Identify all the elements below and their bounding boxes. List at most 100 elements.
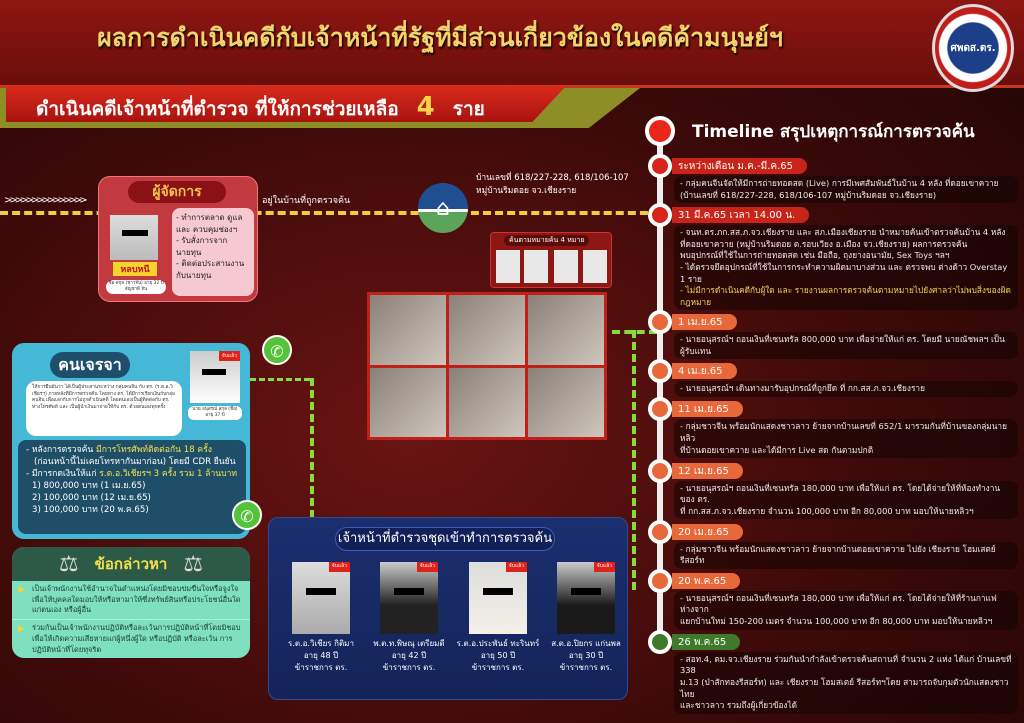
officer-photo: จับแล้ว [557,562,615,634]
timeline-event-text: - จนท.ตร.ภก.สส.ภ.จว.เชียงราย และ สภ.เมือ… [674,225,1018,311]
duty: - ติดต่อประสานงาน กับนายทุน [176,259,245,280]
detail-highlight: รวม 1 ล้านบาท [176,469,238,480]
green-connector [250,378,310,381]
negotiator-details: - หลังการตรวจค้น มีการโทรศัพท์ติดต่อกัน … [18,440,246,534]
timeline-date: 12 เม.ย.65 [672,462,743,479]
green-connector [310,378,314,518]
timeline-date: 20 เม.ย.65 [672,523,743,540]
event-line: ที่ดอยเขาควาย (หมู่บ้านริมดอย ต.รอบเวียง… [680,238,968,249]
officer-card: จับแล้วส.ต.อ.ปิยกร แก่นพลอายุ 30 ปีข้ารา… [543,562,629,674]
house-icon: ⌂ [418,183,468,233]
negotiator-quote: ให้การยืนยันว่า ได้เป็นผู้ประสานระหว่าง … [26,381,182,436]
raid-photo [528,367,604,437]
raid-photo-collage [367,292,607,440]
timeline-dot [648,154,672,178]
timeline-event-text: - นายอนุสรณ์ฯ ถอนเงินที่เซนทรัล 180,000 … [674,590,1018,630]
whatsapp-icon: ✆ [262,335,292,365]
event-highlight: - ไม่มีการดำเนินคดีกับผู้ใด และ รายงานผล… [680,285,1011,307]
timeline-title-th: สรุปเหตุการณ์การตรวจค้น [779,122,975,142]
charges-header: ⚖ข้อกล่าวหา⚖ [12,547,250,581]
event-line: - กลุ่มคนจีนจัดให้มีการถ่ายทอดสด (Live) … [680,178,999,188]
arrows: >>>>>>>>>>>>>>> [4,195,88,206]
payment: 2) 100,000 บาท (12 เม.ย.65) [32,493,151,504]
event-line: ที่ กก.สส.ภ.จว.เชียงราย จำนวน 100,000 บา… [680,505,974,516]
charges-title: ข้อกล่าวหา [94,555,168,573]
in-house-label: อยู่ในบ้านที่ถูกตรวจค้น [262,196,351,206]
address-line: หมู่บ้านริมดอย จว.เชียงราย [476,185,577,196]
whatsapp-icon: ✆ [232,500,262,530]
officer-photo: จับแล้ว [469,562,527,634]
event-line: ม.13 (ป่าสักทองรีสอร์ท) และ เชียงราย โฮม… [680,677,1009,699]
duty: - ทำการตลาด ดูแล และ ควบคุมช่องฯ [176,213,243,234]
green-connector [632,330,636,590]
timeline-event-text: - นายอนุสรณ์ฯ เดินทางมารับอุปกรณ์ที่ถูกย… [674,381,1018,397]
event-line: และชาวลาว รวมถึงผู้เกี่ยวข้องได้ [680,700,798,711]
negotiator-photo: จับแล้ว [190,351,240,403]
timeline-dot [648,397,672,422]
arrested-ribbon: จับแล้ว [328,562,350,572]
detail-text: (ก่อนหน้านี้ไม่เคยโทรหากันมาก่อน) โดยมี … [34,457,236,468]
scales-icon: ⚖ [183,551,204,577]
detail-text: - หลังการตรวจค้น [26,445,97,455]
timeline-date: 4 เม.ย.65 [672,363,737,380]
officer-age: อายุ 42 ปี [391,651,427,660]
event-line: - นายอนุสรณ์ฯ ถอนเงินที่เซนทรัล 180,000 … [680,482,1001,505]
timeline-date: 1 เม.ย.65 [672,314,737,331]
timeline-line [657,130,663,644]
event-line: ที่บ้านดอยเขาควาย และได้มีการ Live สด กั… [680,444,874,455]
timeline-dot [648,519,672,544]
raid-photo [528,295,604,365]
manager-duties: - ทำการตลาด ดูแล และ ควบคุมช่องฯ - รับสั… [172,208,254,296]
connector-line [0,211,660,215]
officer-count: 4 [416,92,435,122]
timeline-date: 31 มี.ค.65 เวลา 14.00 น. [672,207,810,224]
police-title: เจ้าหน้าที่ตำรวจชุดเข้าทำการตรวจค้น [335,527,555,551]
timeline-event-text: - กลุ่มชาวจีน พร้อมนักแสดงชาวลาว ย้ายจาก… [674,419,1018,459]
timeline-head-dot [645,116,675,146]
officer-name: ร.ต.อ.วิเชียร กิติมา [288,639,354,648]
detail-text: - มีการกดเงินให้แก่ [26,469,100,480]
timeline-event-text: - นายอนุสรณ์ฯ ถอนเงินที่เซนทรัล 800,000 … [674,332,1018,360]
event-line: - กลุ่มชาวจีน พร้อมนักแสดงชาวลาว ย้ายจาก… [680,543,996,566]
officer-name: พ.ต.ท.พิษณุ เตรียมดี [373,639,445,648]
event-line: - นายอนุสรณ์ฯ ถอนเงินที่เซนทรัล 180,000 … [680,592,997,615]
event-line: - จนท.ตร.ภก.สส.ภ.จว.เชียงราย และ สภ.เมือ… [680,227,1006,238]
timeline-dot [648,629,672,654]
timeline-dot [648,359,672,384]
timeline-dot [648,203,672,228]
charge-item: ร่วมกันเป็นเจ้าพนักงานปฏิบัติหรือละเว้นก… [12,619,250,658]
event-line: - นายอนุสรณ์ฯ เดินทางมารับอุปกรณ์ที่ถูกย… [680,383,925,394]
page-title: ผลการดำเนินคดีกับเจ้าหน้าที่รัฐที่มีส่วน… [97,23,783,52]
arrested-ribbon: จับแล้ว [505,562,527,572]
officer-photo: จับแล้ว [380,562,438,634]
timeline-title: Timeline สรุปเหตุการณ์การตรวจค้น [692,118,975,145]
officer-name: ส.ต.อ.ปิยกร แก่นพล [551,639,621,648]
timeline-dot [648,568,672,593]
timeline-date: ระหว่างเดือน ม.ค.-มี.ค.65 [672,158,807,174]
detail-highlight: ร.ต.อ.วิเชียรฯ 3 ครั้ง [99,469,177,480]
subtitle-tag: ดำเนินคดีเจ้าหน้าที่ตำรวจ ที่ให้การช่วยเ… [6,86,566,122]
payment: 1) 800,000 บาท (1 เม.ย.65) [32,481,146,492]
charge-item: เป็นเจ้าพนักงานใช้อำนาจในตำแหน่งโดยมิชอบ… [12,581,250,619]
arrested-ribbon: จับแล้ว [593,562,615,572]
arrested-ribbon: จับแล้ว [416,562,438,572]
subtitle-text: ดำเนินคดีเจ้าหน้าที่ตำรวจ ที่ให้การช่วยเ… [36,98,399,120]
payment: 3) 100,000 บาท (20 พ.ค.65) [32,505,149,516]
officer-age: อายุ 50 ปี [480,651,516,660]
timeline-dot [648,458,672,483]
timeline-event-text: - กลุ่มชาวจีน พร้อมนักแสดงชาวลาว ย้ายจาก… [674,541,1018,569]
warrant-document [583,250,607,283]
timeline-date: 11 เม.ย.65 [672,401,743,418]
officer-role: ข้าราชการ ตร. [559,663,613,672]
logo-text: ศพดส.ตร. [950,42,996,54]
subtitle-unit: ราย [452,98,485,120]
officer-photo: จับแล้ว [292,562,350,634]
duty: - รับสั่งการจากนายทุน [176,236,228,257]
officer-card: จับแล้วร.ต.อ.วิเชียร กิติมาอายุ 48 ปีข้า… [278,562,364,674]
warrant-document [496,250,520,283]
arrested-ribbon: จับแล้ว [218,351,240,361]
negotiator-title: คนเจรจา [50,352,130,378]
officer-role: ข้าราชการ ตร. [471,663,525,672]
event-line: - สอท.4, ตม.จว.เชียงราย ร่วมกันนำกำลังเข… [680,653,1012,676]
